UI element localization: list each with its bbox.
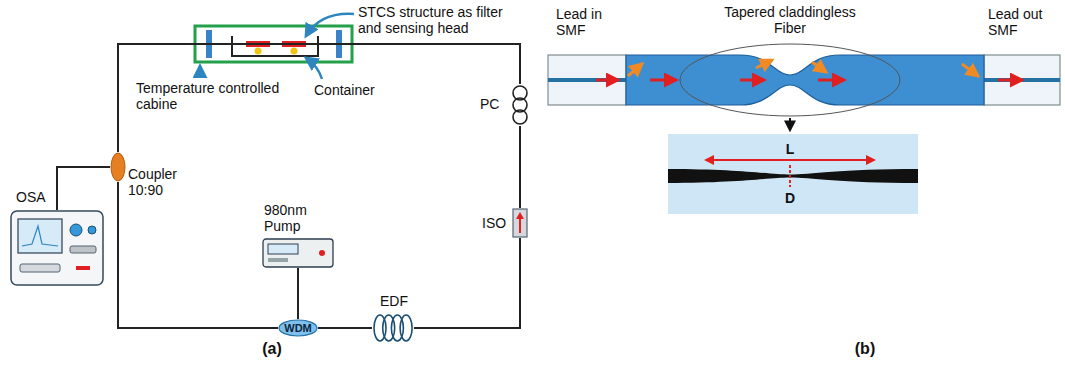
callout-arrow (306, 14, 354, 36)
component-label: 980nm Pump (264, 202, 320, 234)
part-label: Lead in SMF (556, 6, 620, 38)
isolator: ISO (512, 208, 528, 238)
callout-arrow (306, 58, 322, 79)
fiber-link (318, 327, 372, 329)
edf-coil: EDF (372, 314, 414, 342)
fiber-link (414, 238, 520, 328)
panel-caption: (b) (843, 340, 887, 358)
pump-laser-shape (262, 238, 334, 268)
component-label: PC (480, 96, 504, 112)
polarization-controller: PC (506, 84, 534, 126)
polarization-controller-shape (506, 84, 534, 126)
fiber-structure (548, 44, 1060, 130)
callout-label: Temperature controlled cabine (136, 80, 298, 112)
component-label: EDF (380, 293, 420, 309)
dimension-label: L (782, 141, 798, 157)
component-label: Coupler 10:90 (128, 166, 186, 198)
osa-instrument: OSA (10, 210, 104, 286)
component-label: ISO (482, 215, 510, 231)
callout-label: Container (314, 82, 394, 98)
fiber-link (57, 167, 110, 210)
coupler: Coupler 10:90 (110, 152, 126, 182)
panel-caption: (a) (250, 340, 294, 358)
wdm-coupler: WDM (278, 319, 318, 337)
osa-instrument-shape (10, 210, 104, 286)
taper-inset (668, 134, 918, 214)
isolator-shape (512, 208, 528, 238)
part-label: Tapered claddingless Fiber (715, 4, 865, 36)
coupler-shape (110, 152, 126, 182)
callout-label: STCS structure as filter and sensing hea… (358, 4, 523, 36)
edf-coil-shape (372, 314, 414, 342)
dimension-label: D (782, 190, 798, 206)
component-label: OSA (16, 189, 60, 205)
fiber-link (519, 126, 521, 208)
fiber-link (118, 182, 278, 328)
callout-arrow (199, 66, 202, 77)
component-label: WDM (284, 322, 312, 335)
fiber-link (297, 268, 299, 319)
pump-laser: 980nm Pump (262, 238, 334, 268)
part-label: Lead out SMF (988, 6, 1056, 38)
fiber-link (118, 44, 520, 152)
